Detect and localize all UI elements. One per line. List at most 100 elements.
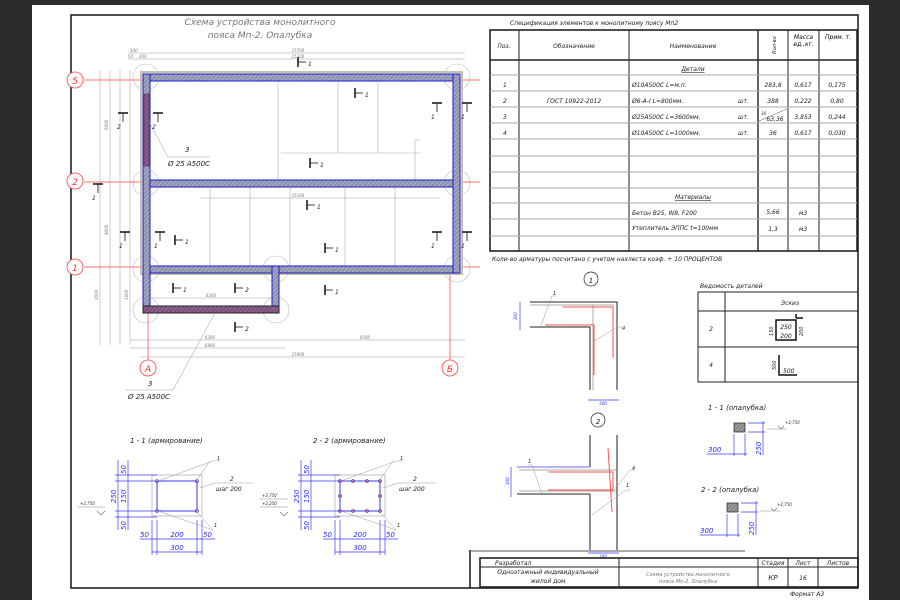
section-mark: 2 [152,112,163,131]
leader-1: 1 [397,523,400,529]
section-mark-number: 1 [335,247,339,254]
dim-left-5000: 5000 [104,119,109,130]
spec-header-name: Наименование [670,43,717,50]
stirrup-step: шаг 200 [399,486,425,493]
section-mark: 1 [461,231,472,250]
title-project-line2: жилой дом [530,578,566,585]
section-mark: 1 [306,200,321,211]
title-sheet-number: 16 [799,575,807,582]
node-2-dim-w: 300 [599,554,607,559]
section-2-2-formwork-width: 300 [700,527,714,535]
node-2-label: 2 [596,418,601,426]
spec-header-pos: Поз. [497,43,510,50]
dim-left-1800: 1800 [124,289,129,300]
section-mark: 1 [354,88,369,99]
monolithic-belt [140,71,463,314]
spec-mass: 0,617 [794,130,811,137]
spec-note: 0,175 [828,82,845,89]
spec-title: Спецификация элементов к монолитному поя… [510,20,678,27]
grid-axes: 5 2 1 А Б [66,71,480,377]
leader-1: 1 [214,523,217,529]
dim-top-inner: 15100 [292,54,305,59]
spec-unit: шт. [738,130,749,137]
section-mark-number: 1 [119,243,123,250]
leader-2: 2 [230,476,234,483]
section-mark-number: 1 [317,204,321,211]
dim-150: 150 [303,489,311,503]
rebar-bar [378,494,382,498]
material-unit: м3 [799,226,808,233]
rebar-bar [351,479,355,483]
dim-top-200: 200 [139,54,147,59]
dim-50: 50 [203,531,212,539]
spec-pos: 3 [503,114,507,121]
rebar-bar [351,509,355,513]
dim-200: 200 [170,531,184,539]
spec-name: Ø10A500C L=1000мм. [631,130,701,137]
spec-mass: 0,222 [794,98,811,105]
rebar-bar [365,509,369,513]
leader-1: 1 [217,456,220,462]
spec-note: 0,244 [828,114,845,121]
section-2-2-formwork-elev: +2,750 [777,502,792,507]
section-mark-number: 1 [320,162,324,169]
spec-note: 0,030 [828,130,845,137]
section-2-2-formwork-title: 2 - 2 (опалубка) [701,486,759,494]
node-2-leader-1: 1 [528,459,531,465]
material-unit: м3 [799,210,808,217]
section-mark-number: 1 [308,61,312,68]
detail-2-dim-right: 200 [799,326,805,336]
spec-unit: шт. [738,114,749,121]
node-2-leader-1b: 1 [626,483,629,489]
rebar-callout-pos-top: 3 [185,146,189,154]
dim-left-2000: 2000 [94,289,99,300]
section-mark-number: 1 [431,243,435,250]
detail-pos-2: 2 [709,326,713,333]
spec-qty: 63,36 [766,116,783,123]
axis-1: 1 [72,264,78,274]
dim-top-overall: 15700 [292,48,305,53]
dim-bottom-15900: 15900 [292,352,305,357]
spec-header-qty: Кол-во [772,36,778,54]
section-mark: 1 [309,158,324,169]
spec-pos: 2 [503,98,507,105]
detail-4-dim-h: 500 [783,368,795,375]
spec-qty: 36 [769,130,777,137]
dim-inner-6300: 6300 [206,293,217,298]
dim-top-50: 50 [128,54,134,59]
spec-section-parts: Детали [680,66,704,73]
section-mark-number: 1 [154,243,158,250]
spec-mass: 3,853 [794,114,811,121]
details-table: Ведомость деталей Эскиз 2 250 200 150 20… [697,283,859,383]
section-mark: 1 [431,102,442,121]
section-2-2-formwork-height: 250 [748,521,756,535]
title-sheet-label: Лист [794,560,811,567]
details-title: Ведомость деталей [700,283,763,290]
dim-50: 50 [120,521,128,530]
section-mark: 1 [174,235,189,246]
section-mark: 1 [172,283,187,294]
spec-qty: 283,8 [764,82,781,89]
material-qty: 5,66 [766,209,780,216]
node-1-dim-w: 300 [599,401,607,406]
spec-qty-pieces: 16 [761,111,767,116]
spec-qty: 388 [767,98,779,105]
section-mark: 1 [92,183,103,202]
specification-table: Спецификация элементов к монолитному поя… [489,20,858,263]
dim-300: 300 [170,544,184,552]
section-2-2-formwork: 2 - 2 (опалубка) 300 250 +2,750 [700,486,792,537]
detail-2-dim-bottom: 200 [780,333,792,340]
dim-50: 50 [323,531,332,539]
dim-300: 300 [353,544,367,552]
section-1-1-formwork-title: 1 - 1 (опалубка) [708,404,766,412]
section-mark-number: 1 [461,114,465,121]
node-2: 2 300 300 1 4 1 [505,412,635,559]
spec-note: 0,80 [830,98,844,105]
section-mark: 1 [461,102,472,121]
dim-50: 50 [303,521,311,530]
section-1-1-formwork-elev: +2,750 [785,420,800,425]
